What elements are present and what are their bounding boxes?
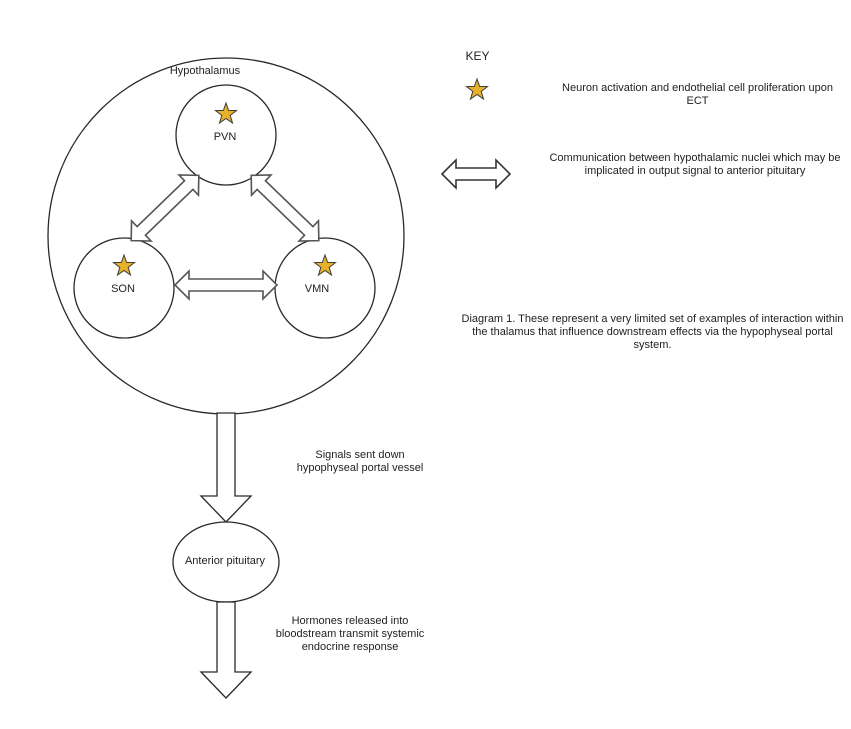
hypothalamus-to-pituitary-arrow: [199, 412, 253, 523]
key-double-arrow-icon: [440, 158, 512, 190]
son-pvn-double-arrow: [130, 174, 200, 242]
pvn-vmn-double-arrow: [250, 174, 320, 242]
signals-label: Signals sent down hypophyseal portal ves…: [296, 449, 424, 474]
key-title: KEY: [465, 49, 490, 63]
son-label: SON: [111, 283, 135, 295]
diagram-caption: Diagram 1. These represent a very limite…: [461, 313, 844, 351]
pvn-circle: [175, 84, 277, 186]
key-star-description: Neuron activation and endothelial cell p…: [562, 82, 833, 107]
son-vmn-double-arrow: [173, 269, 279, 301]
pvn-label: PVN: [213, 131, 237, 143]
hypothalamus-label: Hypothalamus: [169, 65, 241, 77]
pituitary-to-bloodstream-arrow: [199, 601, 253, 699]
anterior-pituitary-label: Anterior pituitary: [184, 555, 266, 567]
son-circle: [73, 237, 175, 339]
vmn-label: VMN: [304, 283, 330, 295]
key-arrow-description: Communication between hypothalamic nucle…: [549, 152, 841, 177]
hormones-label: Hormones released into bloodstream trans…: [275, 615, 425, 653]
key-star-icon: [466, 78, 488, 100]
